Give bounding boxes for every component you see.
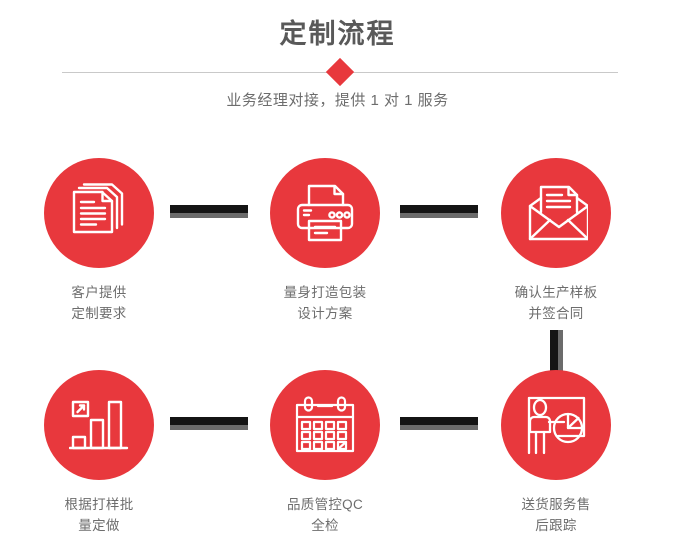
step-6-label: 送货服务售 后跟踪 xyxy=(481,494,631,536)
calendar-icon-circle[interactable] xyxy=(270,370,380,480)
envelope-document-icon xyxy=(524,184,588,242)
printer-icon xyxy=(293,183,357,243)
connector-bar xyxy=(550,330,558,378)
process-step-6[interactable]: 送货服务售 后跟踪 xyxy=(481,370,631,536)
presentation-person-icon xyxy=(524,394,588,456)
step-1-label-line2: 定制要求 xyxy=(71,306,127,321)
step-2-label-line2: 设计方案 xyxy=(297,306,353,321)
step-4-label-line2: 量定做 xyxy=(78,518,120,533)
step-5-label: 品质管控QC 全检 xyxy=(250,494,400,536)
step-3-label-line2: 并签合同 xyxy=(528,306,584,321)
connector-bar xyxy=(170,417,248,425)
step-5-label-line1: 品质管控QC xyxy=(286,497,364,512)
connector-shadow xyxy=(170,425,248,430)
connector-bar xyxy=(400,205,478,213)
connector-shadow xyxy=(400,213,478,218)
calendar-icon xyxy=(294,396,356,454)
connector-shadow xyxy=(400,425,478,430)
step-1-label: 客户提供 定制要求 xyxy=(24,282,174,324)
connector-step5-step6 xyxy=(400,417,478,430)
connector-bar xyxy=(400,417,478,425)
connector-step3-step6 xyxy=(550,330,563,378)
process-step-3[interactable]: 确认生产样板 并签合同 xyxy=(481,158,631,324)
step-4-icon-circle[interactable] xyxy=(44,370,154,480)
page-subtitle: 业务经理对接，提供 1 对 1 服务 xyxy=(226,92,449,109)
process-step-1[interactable]: 客户提供 定制要求 xyxy=(24,158,174,324)
process-step-2[interactable]: 量身打造包装 设计方案 xyxy=(250,158,400,324)
connector-shadow xyxy=(558,330,563,378)
step-1-icon-circle[interactable] xyxy=(44,158,154,268)
process-step-5[interactable]: 品质管控QC 全检 xyxy=(250,370,400,536)
step-6-label-line2: 后跟踪 xyxy=(535,518,577,533)
step-3-icon-circle[interactable] xyxy=(501,158,611,268)
step-2-label-line1: 量身打造包装 xyxy=(283,285,367,300)
connector-step2-step3 xyxy=(400,205,478,218)
diamond-accent-icon xyxy=(325,57,355,87)
documents-stack-icon xyxy=(68,182,130,244)
connector-shadow xyxy=(170,213,248,218)
bar-chart-growth-icon xyxy=(69,395,129,455)
step-4-label: 根据打样批 量定做 xyxy=(24,494,174,536)
connector-step1-step2 xyxy=(170,205,248,218)
step-4-label-line1: 根据打样批 xyxy=(64,497,134,512)
step-1-label-line1: 客户提供 xyxy=(71,285,127,300)
connector-step4-step5 xyxy=(170,417,248,430)
step-6-icon-circle[interactable] xyxy=(501,370,611,480)
step-3-label-line1: 确认生产样板 xyxy=(514,285,598,300)
step-2-icon-circle[interactable] xyxy=(270,158,380,268)
step-6-label-line1: 送货服务售 xyxy=(521,497,591,512)
connector-bar xyxy=(170,205,248,213)
page-title: 定制流程 xyxy=(279,19,396,49)
step-2-label: 量身打造包装 设计方案 xyxy=(250,282,400,324)
process-step-4[interactable]: 根据打样批 量定做 xyxy=(24,370,174,536)
step-5-label-line2: 全检 xyxy=(311,518,339,533)
step-3-label: 确认生产样板 并签合同 xyxy=(481,282,631,324)
